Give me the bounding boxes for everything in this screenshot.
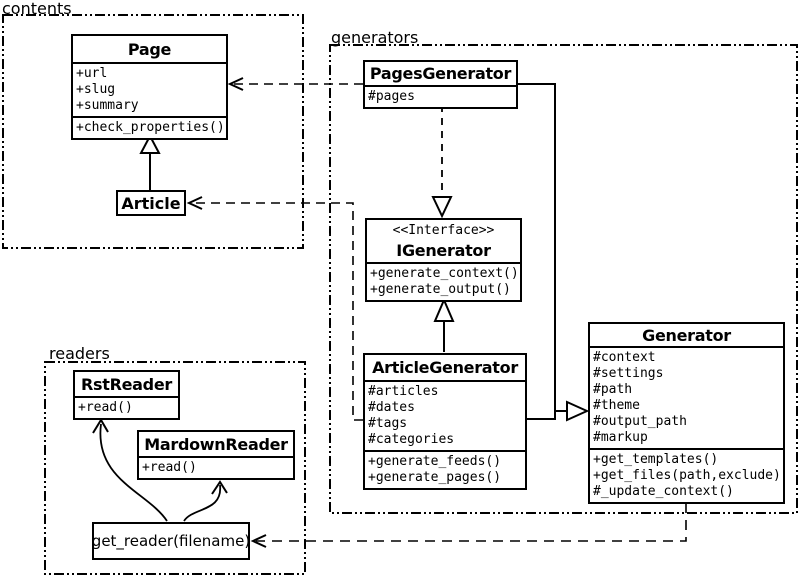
method: +check_properties() <box>76 120 225 135</box>
attribute: +url <box>76 66 108 81</box>
edge-article-extends-page <box>139 133 161 190</box>
package-generators-border <box>329 44 798 514</box>
class-pagesgenerator-attributes: #pages <box>365 85 516 107</box>
class-rstreader: RstReader +read() <box>73 370 180 420</box>
class-igenerator-name: IGenerator <box>396 240 491 260</box>
edge-getreader-to-mardownreader <box>183 480 228 522</box>
edge-getreader-to-rstreader <box>92 418 168 522</box>
class-page-name: Page <box>127 39 172 59</box>
edge-pagesgenerator-realizes-igenerator <box>431 105 453 219</box>
attribute: #output_path <box>593 414 687 429</box>
method: +generate_pages() <box>368 470 502 485</box>
attribute: #categories <box>368 432 455 447</box>
class-mardownreader-methods: +read() <box>139 456 293 478</box>
method: +read() <box>78 400 133 415</box>
method: +read() <box>142 460 197 475</box>
attribute: #pages <box>368 89 415 104</box>
edge-generator-depends-getreader <box>250 503 687 548</box>
attribute: #context <box>593 350 656 365</box>
package-contents-border <box>2 14 304 249</box>
class-igenerator-header: <<Interface>> IGenerator <box>367 220 520 262</box>
class-generator-methods: +get_templates() +get_files(path,exclude… <box>590 448 783 502</box>
class-generator: Generator #context #settings #path #them… <box>588 322 785 504</box>
class-rstreader-methods: +read() <box>75 396 178 418</box>
class-articlegenerator: ArticleGenerator #articles #dates #tags … <box>363 353 527 490</box>
edge-articlegenerator-depends-article <box>186 196 363 421</box>
class-page: Page +url +slug +summary +check_properti… <box>71 34 228 140</box>
class-generator-name: Generator <box>642 325 731 345</box>
method: +get_templates() <box>593 452 719 467</box>
class-generator-attributes: #context #settings #path #theme #output_… <box>590 346 783 448</box>
method: +generate_output() <box>370 282 511 297</box>
node-get-reader: get_reader(filename) <box>92 522 250 560</box>
method: +generate_context() <box>370 266 519 281</box>
attribute: #dates <box>368 400 415 415</box>
attribute: #settings <box>593 366 664 381</box>
attribute: #articles <box>368 384 439 399</box>
edge-pagesgenerator-depends-page <box>227 77 363 91</box>
class-pagesgenerator: PagesGenerator #pages <box>363 60 518 109</box>
edge-generators-extend-generator <box>518 83 590 422</box>
class-articlegenerator-name: ArticleGenerator <box>372 358 518 377</box>
package-readers-border <box>44 361 306 575</box>
attribute: #theme <box>593 398 640 413</box>
class-mardownreader-name: MardownReader <box>144 434 288 454</box>
class-rstreader-name: RstReader <box>81 374 172 394</box>
attribute: +summary <box>76 98 139 113</box>
class-igenerator-stereotype: <<Interface>> <box>392 223 495 238</box>
package-label-readers: readers <box>49 344 110 363</box>
package-label-contents: contents <box>2 0 72 18</box>
method: +get_files(path,exclude) <box>593 468 781 483</box>
attribute: #tags <box>368 416 408 431</box>
class-igenerator: <<Interface>> IGenerator +generate_conte… <box>365 218 522 302</box>
class-page-methods: +check_properties() <box>73 116 226 138</box>
package-label-generators: generators <box>331 28 419 47</box>
attribute: +slug <box>76 82 116 97</box>
class-mardownreader: MardownReader +read() <box>137 430 295 480</box>
attribute: #markup <box>593 430 648 445</box>
class-articlegenerator-attributes: #articles #dates #tags #categories <box>365 380 525 450</box>
method: #_update_context() <box>593 484 734 499</box>
class-page-attributes: +url +slug +summary <box>73 62 226 116</box>
class-articlegenerator-methods: +generate_feeds() +generate_pages() <box>365 450 525 488</box>
class-igenerator-methods: +generate_context() +generate_output() <box>367 262 520 300</box>
class-article: Article <box>116 190 186 216</box>
method: +generate_feeds() <box>368 454 502 469</box>
edge-articlegenerator-extends-igenerator <box>433 297 455 352</box>
class-pagesgenerator-name: PagesGenerator <box>369 64 512 83</box>
attribute: #path <box>593 382 633 397</box>
